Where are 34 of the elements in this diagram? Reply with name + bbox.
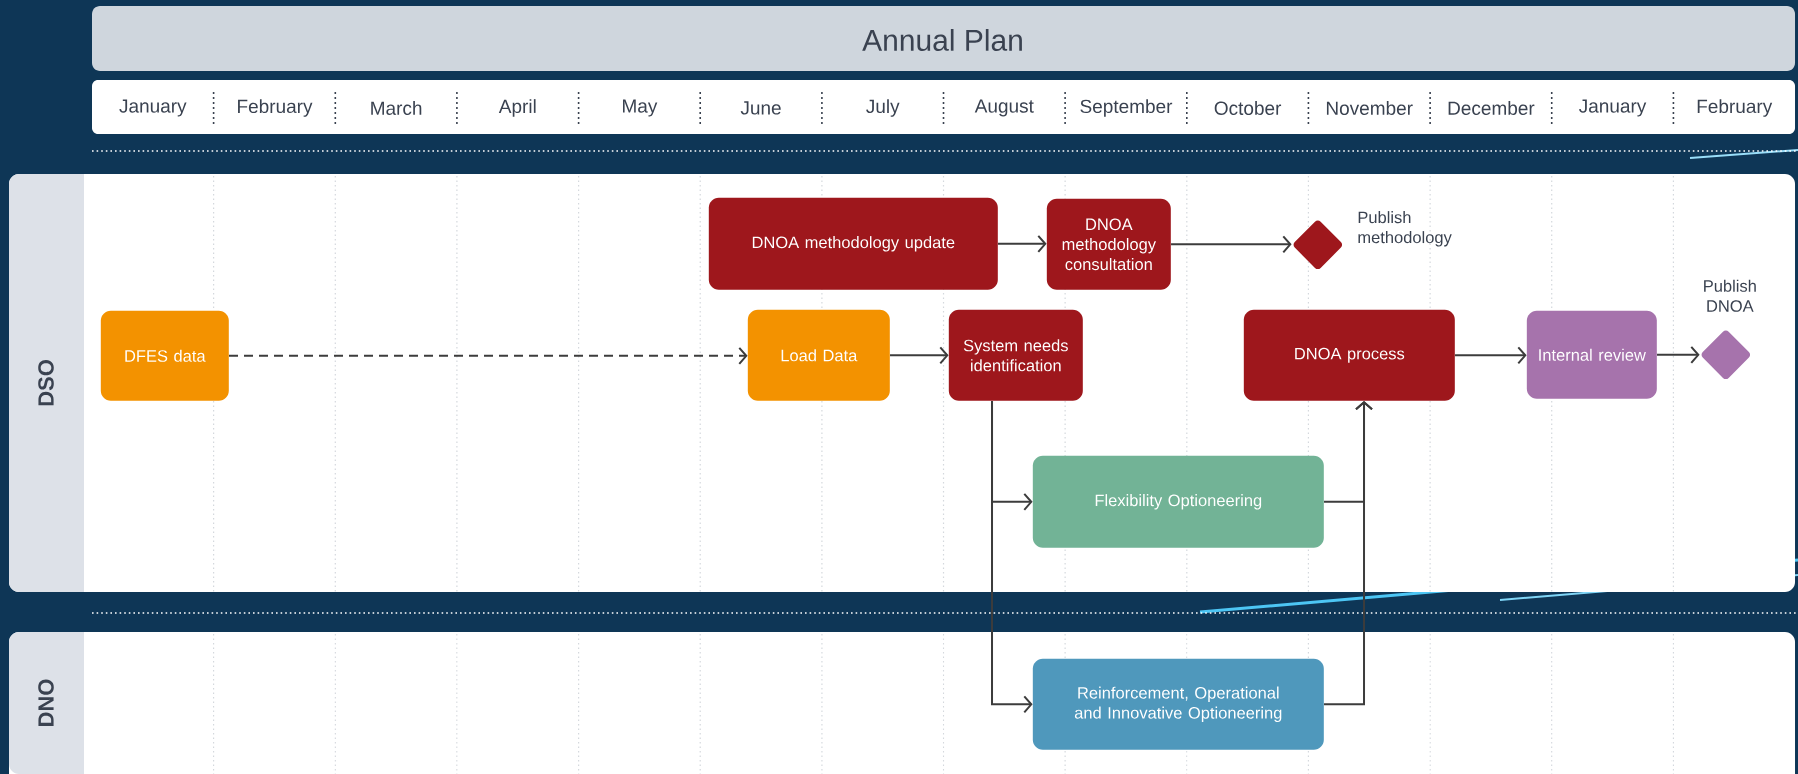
arrow (1170, 235, 1292, 254)
process-box: Load Data (747, 309, 890, 401)
title-band: Annual Plan (92, 6, 1795, 71)
arrow (991, 400, 1033, 714)
month-label: July (866, 99, 900, 117)
month-label: May (623, 99, 658, 117)
month-label: January (1579, 99, 1647, 117)
process-box: DNOA methodology consultation (1046, 198, 1171, 290)
milestone-caption: Publish methodology (1358, 211, 1452, 247)
month-label: October (1214, 101, 1282, 115)
process-box: DFES data (100, 310, 229, 401)
process-box: System needs identification (948, 309, 1083, 401)
arrow (1323, 401, 1373, 706)
process-box: Reinforcement, Operational and Innovative Optioneering (1032, 658, 1324, 750)
arrow (889, 346, 949, 365)
month-label: June (740, 101, 781, 115)
month-label: November (1326, 101, 1413, 115)
month-label: January (119, 99, 187, 117)
arrow (997, 234, 1047, 253)
month-label: September (1080, 99, 1173, 117)
month-label: March (371, 101, 422, 115)
arrow (228, 346, 748, 365)
arrow (1656, 345, 1700, 364)
month-label: February (238, 99, 313, 117)
month-label: April (498, 99, 536, 117)
month-label: February (1697, 99, 1773, 117)
milestone-caption: Publish DNOA (1704, 279, 1756, 312)
process-box: DNOA process (1243, 309, 1455, 401)
month-label: December (1448, 101, 1535, 115)
process-box: Flexibility Optioneering (1032, 455, 1324, 548)
arrow (1454, 346, 1527, 365)
month-label: August (974, 99, 1034, 117)
process-box: Internal review (1526, 310, 1657, 399)
process-box: DNOA methodology update (708, 197, 998, 290)
